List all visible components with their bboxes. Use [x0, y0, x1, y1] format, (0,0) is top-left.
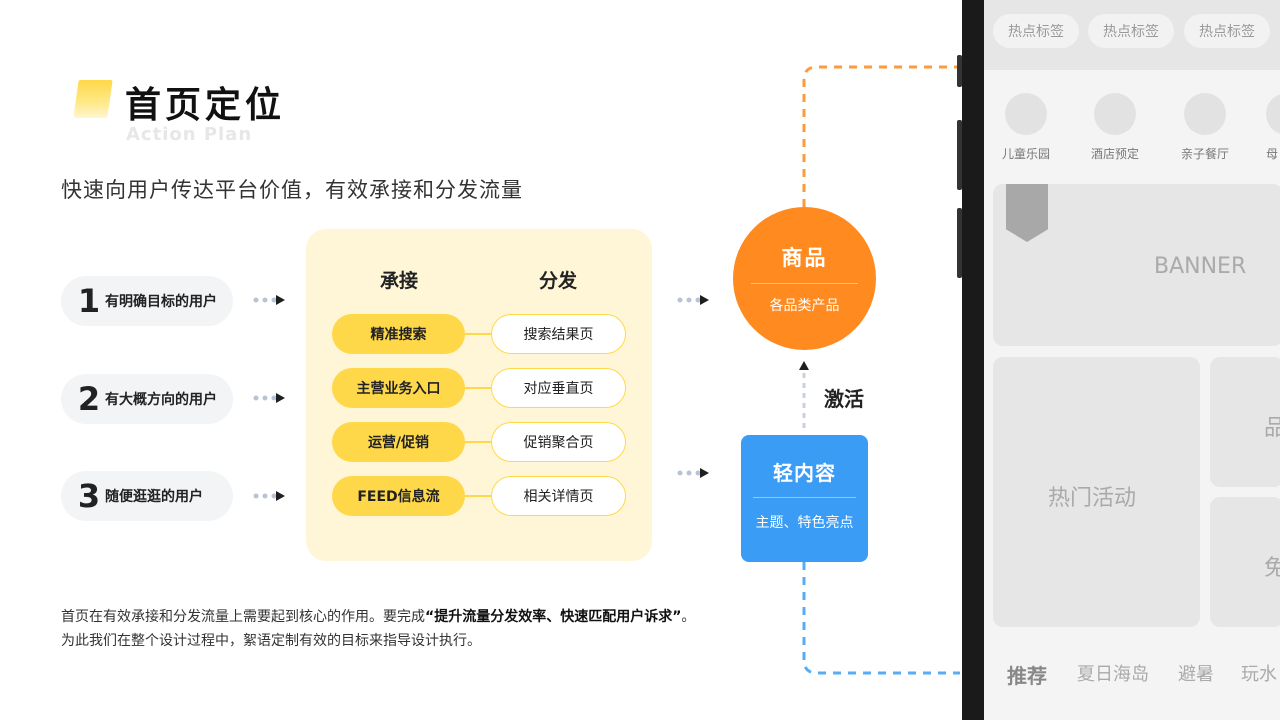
footer-line-2: 为此我们在整个设计过程中，絮语定制有效的目标来指导设计执行。 [61, 633, 481, 649]
category-icon [1266, 93, 1280, 135]
category-label: 儿童乐园 [1001, 147, 1050, 161]
side-block-top-label: 品 [1264, 416, 1280, 441]
tab-summer-island[interactable]: 夏日海岛 [1077, 664, 1149, 685]
category-icon [1094, 93, 1136, 135]
footer-line-1: 首页在有效承接和分发流量上需要起到核心的作用。要完成“提升流量分发效率、快速匹配… [61, 606, 695, 626]
footer-line-1-prefix: 首页在有效承接和分发流量上需要起到核心的作用。要完成 [61, 609, 425, 625]
distribute-pill-search-results: 搜索结果页 [491, 314, 626, 354]
user-type-1: 1 有明确目标的用户 [61, 276, 233, 326]
tab-water-play[interactable]: 玩水 [1241, 664, 1277, 685]
receive-pill-main-entry: 主营业务入口 [332, 368, 465, 408]
distribute-pill-detail: 相关详情页 [491, 476, 626, 516]
banner-label: BANNER [1154, 254, 1247, 279]
distribute-column-head: 分发 [538, 270, 577, 292]
light-content-subtitle: 主题、特色亮点 [755, 515, 854, 531]
goods-title: 商品 [781, 246, 828, 270]
tab-summer-escape[interactable]: 避暑 [1178, 664, 1214, 685]
hot-tag[interactable]: 热点标签 [1184, 14, 1270, 48]
hot-activity-block[interactable] [993, 357, 1200, 627]
user-type-number: 2 [77, 380, 101, 418]
category-item[interactable]: 亲子餐厅 [1175, 93, 1235, 162]
lead-statement: 快速向用户传达平台价值，有效承接和分发流量 [61, 178, 523, 202]
goods-divider [751, 283, 858, 284]
goods-subtitle: 各品类产品 [769, 298, 840, 314]
user-type-3: 3 随便逛逛的用户 [61, 471, 233, 521]
page-subtitle-en: Action Plan [126, 124, 253, 145]
category-label: 酒店预定 [1090, 147, 1139, 161]
phone-frame [962, 0, 984, 720]
phone-side-button [957, 120, 962, 190]
phone-side-button [957, 208, 962, 278]
activate-label: 激活 [824, 387, 864, 411]
user-type-label: 有明确目标的用户 [105, 294, 217, 310]
category-label: 亲子餐厅 [1180, 147, 1229, 161]
phone-side-button [957, 55, 962, 87]
category-item[interactable]: 儿童乐园 [996, 93, 1056, 162]
hot-tag[interactable]: 热点标签 [1088, 14, 1174, 48]
category-item[interactable]: 母 [1266, 93, 1280, 162]
side-block-top[interactable] [1210, 357, 1280, 487]
user-type-2: 2 有大概方向的用户 [61, 374, 233, 424]
category-icon [1184, 93, 1226, 135]
receive-pill-promo: 运营/促销 [332, 422, 465, 462]
light-content-divider [753, 497, 856, 498]
row-connector [465, 387, 491, 389]
row-connector [465, 495, 491, 497]
user-type-number: 3 [77, 477, 101, 515]
user-type-label: 随便逛逛的用户 [105, 489, 203, 505]
category-icon [1005, 93, 1047, 135]
side-block-bottom-label: 免 [1264, 556, 1280, 581]
row-connector [465, 333, 491, 335]
light-content-title: 轻内容 [773, 461, 836, 485]
footer-line-1-bold: “提升流量分发效率、快速匹配用户诉求” [425, 609, 682, 625]
user-type-number: 1 [77, 282, 101, 320]
receive-pill-feed: FEED信息流 [332, 476, 465, 516]
goods-node: 商品 各品类产品 [733, 207, 876, 350]
user-type-label: 有大概方向的用户 [105, 392, 217, 408]
category-item[interactable]: 酒店预定 [1085, 93, 1145, 162]
bookmark-icon [1006, 184, 1048, 242]
tab-recommend[interactable]: 推荐 [1007, 664, 1047, 688]
light-content-node: 轻内容 主题、特色亮点 [741, 435, 868, 562]
receive-column-head: 承接 [379, 270, 418, 292]
receive-pill-search: 精准搜索 [332, 314, 465, 354]
distribute-pill-vertical: 对应垂直页 [491, 368, 626, 408]
distribute-pill-promo-page: 促销聚合页 [491, 422, 626, 462]
side-block-bottom[interactable] [1210, 497, 1280, 627]
hot-activity-label: 热门活动 [1048, 486, 1137, 511]
row-connector [465, 441, 491, 443]
page-title: 首页定位 [125, 85, 286, 126]
hot-tag[interactable]: 热点标签 [993, 14, 1079, 48]
footer-line-1-suffix: 。 [681, 609, 696, 625]
category-label: 母 [1266, 147, 1279, 161]
